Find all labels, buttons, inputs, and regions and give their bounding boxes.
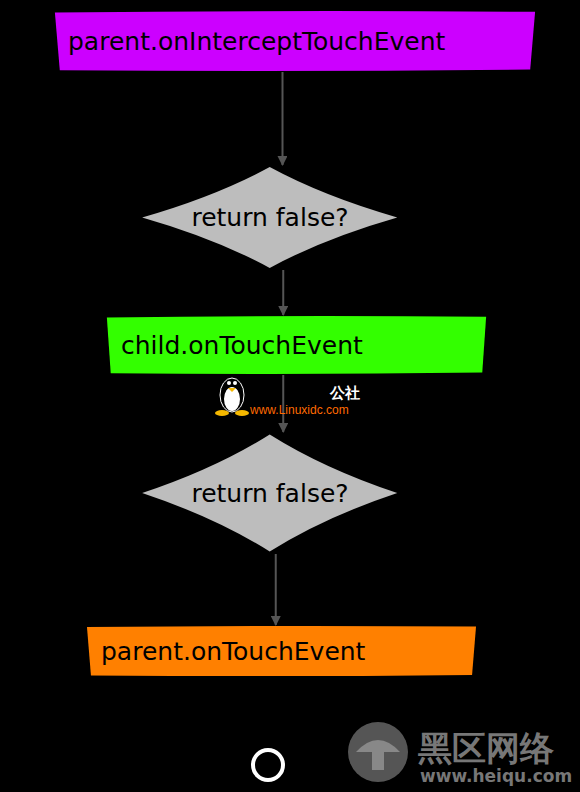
process-band: parent.onInterceptTouchEvent: [50, 10, 540, 72]
watermark-url: www.heiqu.com: [420, 766, 572, 786]
flow-arrow: [282, 270, 284, 315]
mushroom-logo: [348, 722, 408, 782]
node-text: return false?: [191, 203, 348, 232]
node-text: return false?: [191, 479, 348, 508]
watermark: 黑区网络: [418, 726, 554, 772]
end-circle: [253, 750, 283, 780]
decision-diamond: return false?: [134, 165, 405, 270]
flow-arrow: [275, 554, 277, 625]
watermark: 公社: [330, 384, 360, 403]
penguin-icon: [215, 378, 249, 416]
node-text: parent.onTouchEvent: [101, 637, 365, 666]
node-text: child.onTouchEvent: [121, 331, 363, 360]
node-text: parent.onInterceptTouchEvent: [68, 27, 445, 56]
flow-arrow: [281, 72, 283, 165]
process-band: child.onTouchEvent: [103, 315, 490, 375]
decision-diamond: return false?: [134, 432, 405, 554]
watermark-url: www.Linuxidc.com: [250, 403, 349, 417]
process-band: parent.onTouchEvent: [83, 625, 480, 677]
